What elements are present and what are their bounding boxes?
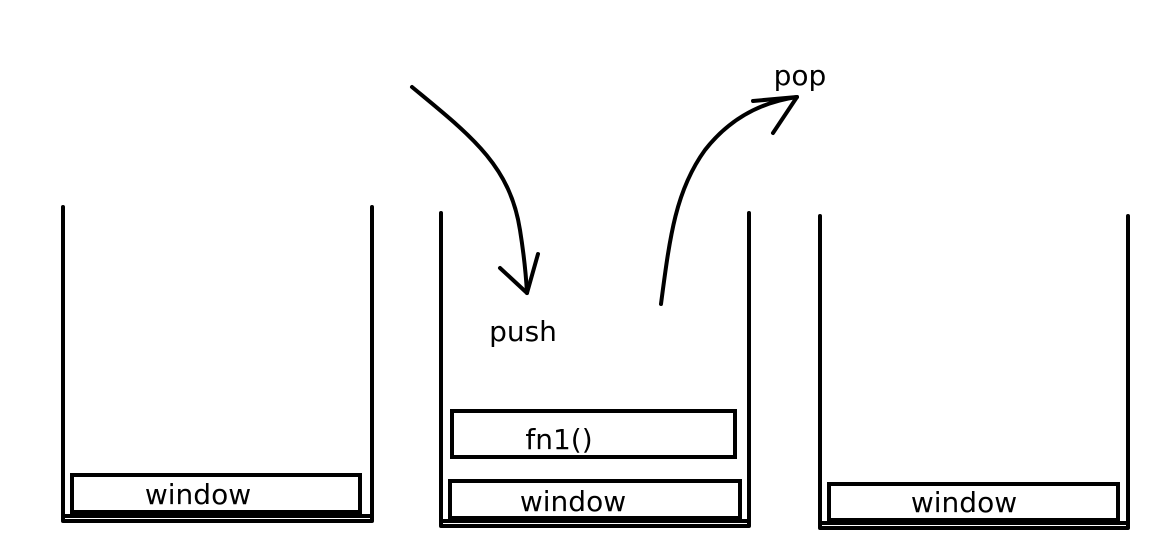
stack-2-container [439,211,751,528]
stack-1-frame-window: window [70,473,362,514]
stack-2-frame-fn1-box [450,409,737,459]
pop-arrow: pop [659,59,827,306]
stack-2-frame-window-label: window [520,485,626,518]
stack-2-frame-window: window [448,479,742,520]
stack-1-container [61,205,374,523]
stack-1: window [61,205,374,523]
push-label: push [489,315,557,348]
stack-3-frame-window-box [827,482,1120,522]
pop-arrow-head [751,95,799,135]
stack-3-frame-window-label: window [911,486,1017,519]
pop-arrow-shaft [659,95,799,306]
pop-label: pop [774,59,827,92]
push-arrow-shaft [410,85,529,295]
stack-3: window [818,214,1130,530]
push-arrow-head [498,252,540,295]
stack-2-frame-fn1: fn1() [450,409,737,459]
stack-2: fn1() window [439,211,751,528]
push-arrow: push [410,85,557,348]
stack-3-frame-window: window [827,482,1120,522]
stack-2-frame-window-box [448,479,742,520]
stack-1-frame-window-label: window [145,478,251,511]
stack-1-frame-window-box [70,473,362,514]
stack-3-container [818,214,1130,530]
stack-2-frame-fn1-label: fn1() [525,423,592,456]
